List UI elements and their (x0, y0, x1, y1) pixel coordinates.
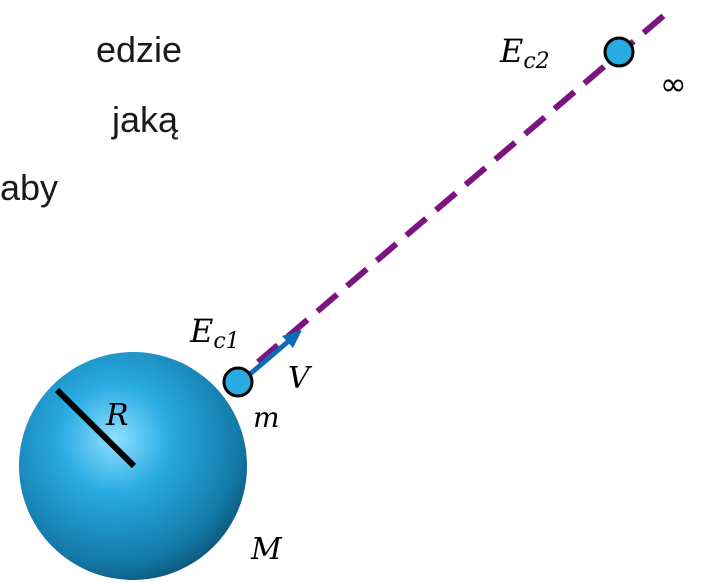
energy-bottom-label: Ec1 (189, 312, 240, 354)
infinity-symbol: ∞ (660, 65, 687, 103)
text-fragment-1: edzie (96, 29, 182, 70)
big-mass-label: M (250, 532, 283, 567)
radius-label: R (105, 398, 129, 433)
velocity-label: V (288, 361, 313, 396)
text-fragment-3: aby (0, 167, 58, 208)
small-ball-surface (222, 366, 254, 398)
text-fragment-2: jaką (111, 99, 179, 140)
energy-top-label: Ec2 (499, 32, 550, 74)
radius-line (54, 387, 137, 469)
small-mass-label: m (253, 401, 280, 434)
small-ball-infinity (603, 36, 635, 68)
velocity-arrowhead (282, 330, 302, 348)
trajectory-path (256, 9, 670, 365)
velocity-arrow-shaft (248, 338, 292, 376)
